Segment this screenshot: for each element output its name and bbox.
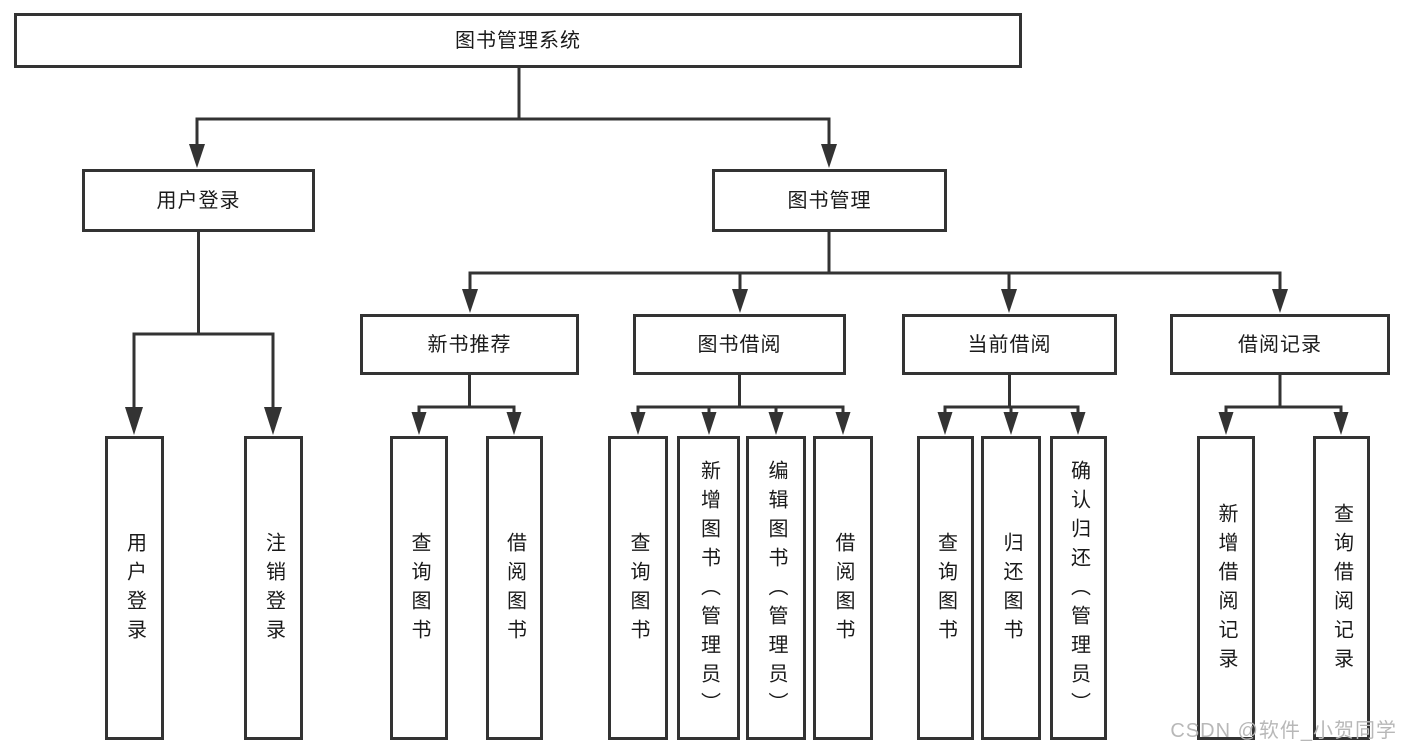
arrowhead-icon: [506, 412, 522, 435]
arrowhead-icon: [835, 412, 851, 435]
arrowhead-icon: [189, 144, 205, 168]
csdn-watermark: CSDN @软件_小贺同学: [1170, 720, 1397, 742]
arrowhead-icon: [630, 412, 646, 435]
node-user-login-branch: 用户登录: [82, 169, 315, 232]
arrowhead-icon: [264, 407, 282, 435]
connector-bookborrow-to-leaves: [636, 375, 845, 416]
leaf-query-books-recommendation: 查询图书: [390, 436, 448, 740]
leaf-query-books-borrowing: 查询图书: [608, 436, 668, 740]
node-library-management-system: 图书管理系统: [14, 13, 1022, 68]
leaf-borrow-books-borrowing: 借阅图书: [813, 436, 873, 740]
node-borrowing-records: 借阅记录: [1170, 314, 1390, 375]
arrowhead-icon: [1001, 289, 1017, 313]
arrowhead-icon: [1218, 412, 1234, 435]
leaf-edit-books-admin: 编辑图书（管理员）: [746, 436, 806, 740]
leaf-borrow-books-recommendation: 借阅图书: [486, 436, 543, 740]
arrowhead-icon: [701, 412, 717, 435]
connector-userlogin-to-leaves: [132, 232, 275, 412]
arrowhead-icon: [1003, 412, 1019, 435]
leaf-confirm-return-admin: 确认归还（管理员）: [1050, 436, 1107, 740]
leaf-query-borrow-record: 查询借阅记录: [1313, 436, 1370, 740]
arrowhead-icon: [1333, 412, 1349, 435]
arrowhead-icon: [937, 412, 953, 435]
leaf-user-login: 用户登录: [105, 436, 164, 740]
node-book-borrowing: 图书借阅: [633, 314, 846, 375]
node-new-book-recommendation: 新书推荐: [360, 314, 579, 375]
connector-root-to-level2: [195, 68, 831, 148]
arrowhead-icon: [462, 289, 478, 313]
leaf-query-books-current: 查询图书: [917, 436, 974, 740]
connector-borrowrecords-to-leaves: [1224, 375, 1343, 416]
arrowhead-icon: [411, 412, 427, 435]
arrowhead-icon: [768, 412, 784, 435]
connector-currentborrow-to-leaves: [943, 375, 1080, 416]
leaf-add-books-admin: 新增图书（管理员）: [677, 436, 740, 740]
arrowhead-icon: [1070, 412, 1086, 435]
leaf-return-books: 归还图书: [981, 436, 1041, 740]
connector-newbookrec-to-leaves: [417, 375, 516, 416]
leaf-add-borrow-record: 新增借阅记录: [1197, 436, 1255, 740]
connector-bookmgmt-to-level3: [468, 232, 1282, 292]
arrowhead-icon: [821, 144, 837, 168]
node-current-borrowing: 当前借阅: [902, 314, 1117, 375]
arrowhead-icon: [1272, 289, 1288, 313]
node-book-management-branch: 图书管理: [712, 169, 947, 232]
arrowhead-icon: [732, 289, 748, 313]
leaf-logout: 注销登录: [244, 436, 303, 740]
arrowhead-icon: [125, 407, 143, 435]
